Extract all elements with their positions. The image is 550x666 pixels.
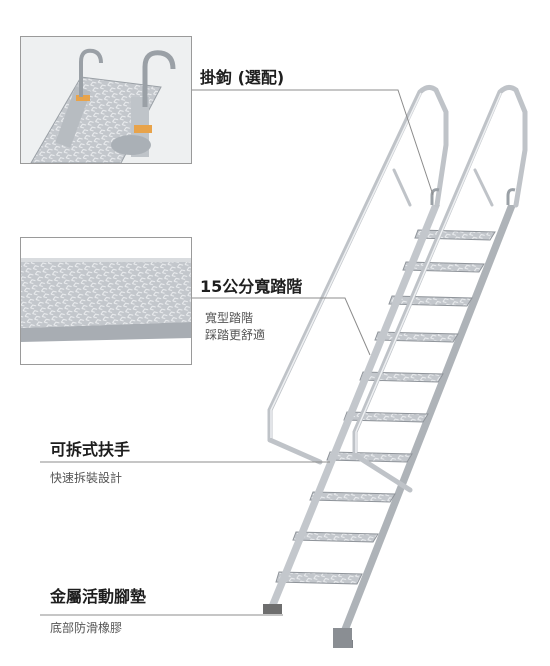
hook-title: 掛鉤 (選配): [200, 68, 285, 87]
tread-desc-1: 寬型踏階: [205, 311, 254, 325]
tread-title: 15公分寬踏階: [200, 277, 303, 296]
tread-closeup-image: [20, 237, 192, 365]
footpad-desc: 底部防滑橡膠: [50, 621, 123, 635]
footpad-title: 金屬活動腳墊: [50, 587, 147, 606]
hook-closeup-image: [20, 36, 192, 164]
top-hooks: [430, 188, 516, 205]
handrail-highlight: [270, 92, 502, 453]
stringer-front: [263, 205, 440, 648]
leader-lines: [40, 89, 434, 616]
handrail-desc: 快速拆裝設計: [50, 471, 123, 485]
stringer-back: [337, 205, 516, 648]
tread-desc-2: 踩踏更舒適: [205, 328, 266, 342]
handrail-left: [267, 84, 528, 493]
handrail-title: 可拆式扶手: [50, 440, 131, 459]
